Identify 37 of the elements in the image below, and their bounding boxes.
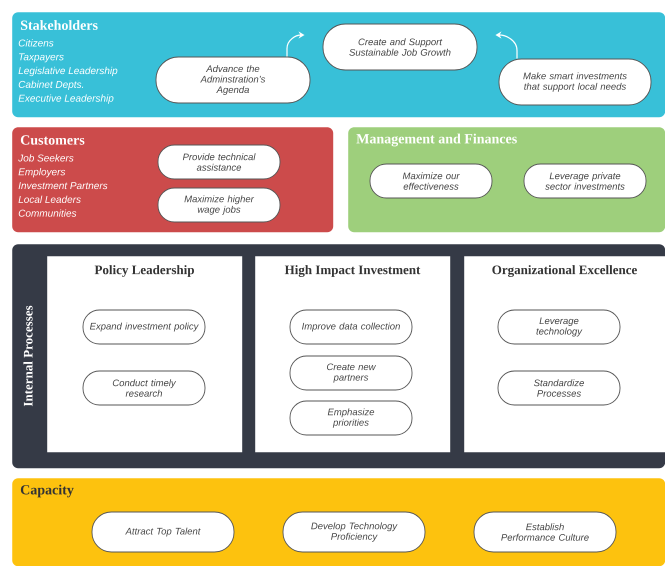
pill-box: Improve data collection bbox=[290, 310, 412, 344]
pill-box: Make smart investments that support local needs bbox=[498, 58, 652, 106]
pill-box: Conduct timely research bbox=[82, 370, 206, 406]
node-label: Citizens bbox=[18, 39, 54, 47]
band-heading: Management and Finances bbox=[356, 134, 517, 146]
panel-heading: Organizational Excellence bbox=[492, 265, 637, 277]
pill-box: Maximize our effectiveness bbox=[370, 164, 492, 198]
pill-box: Leverage technology bbox=[498, 310, 620, 344]
pill-box: Create and Support Sustainable Job Growth bbox=[322, 24, 478, 70]
node-label: Legislative Leadership bbox=[18, 66, 118, 76]
node-label: Employers bbox=[18, 168, 66, 178]
pill-box: Establish Performance Culture bbox=[474, 512, 616, 552]
pill-box: Leverage private sector investments bbox=[524, 164, 646, 198]
pill-box: Standardize Processes bbox=[498, 370, 620, 406]
node-label: Communities bbox=[18, 209, 76, 217]
node-label: Executive Leadership bbox=[18, 94, 114, 104]
panel-heading: High Impact Investment bbox=[284, 265, 420, 277]
node-label: Investment Partners bbox=[18, 182, 108, 190]
pill-box: Develop Technology Proficiency bbox=[282, 512, 426, 552]
pill-box: Attract Top Talent bbox=[92, 512, 234, 552]
pill-box: Provide technical assistance bbox=[158, 144, 280, 180]
pill-box: Emphasize priorities bbox=[290, 400, 412, 436]
band-heading: Stakeholders bbox=[20, 20, 98, 30]
group-list: Job Seekers Employers Investment Partners Local Leaders Communities bbox=[18, 154, 108, 217]
node-label: Taxpayers bbox=[19, 53, 64, 62]
pill-box: Create new partners bbox=[290, 356, 412, 390]
band-heading: Capacity bbox=[20, 484, 74, 498]
group-list: Citizens Taxpayers Legislative Leadership Cabinet Depts. Executive Leadership bbox=[18, 39, 118, 104]
node-label: Job Seekers bbox=[18, 154, 74, 162]
node-label: Cabinet Depts. bbox=[18, 80, 84, 90]
pill-box: Expand investment policy bbox=[82, 310, 206, 344]
node-label: Local Leaders bbox=[18, 196, 81, 203]
pill-box: Advance the Adminstration’s Agenda bbox=[156, 56, 310, 104]
pill-box: Maximize higher wage jobs bbox=[158, 188, 280, 222]
band-heading: Customers bbox=[20, 135, 84, 145]
band-heading: Internal Processes bbox=[23, 306, 33, 406]
panel-heading: Policy Leadership bbox=[94, 265, 194, 277]
